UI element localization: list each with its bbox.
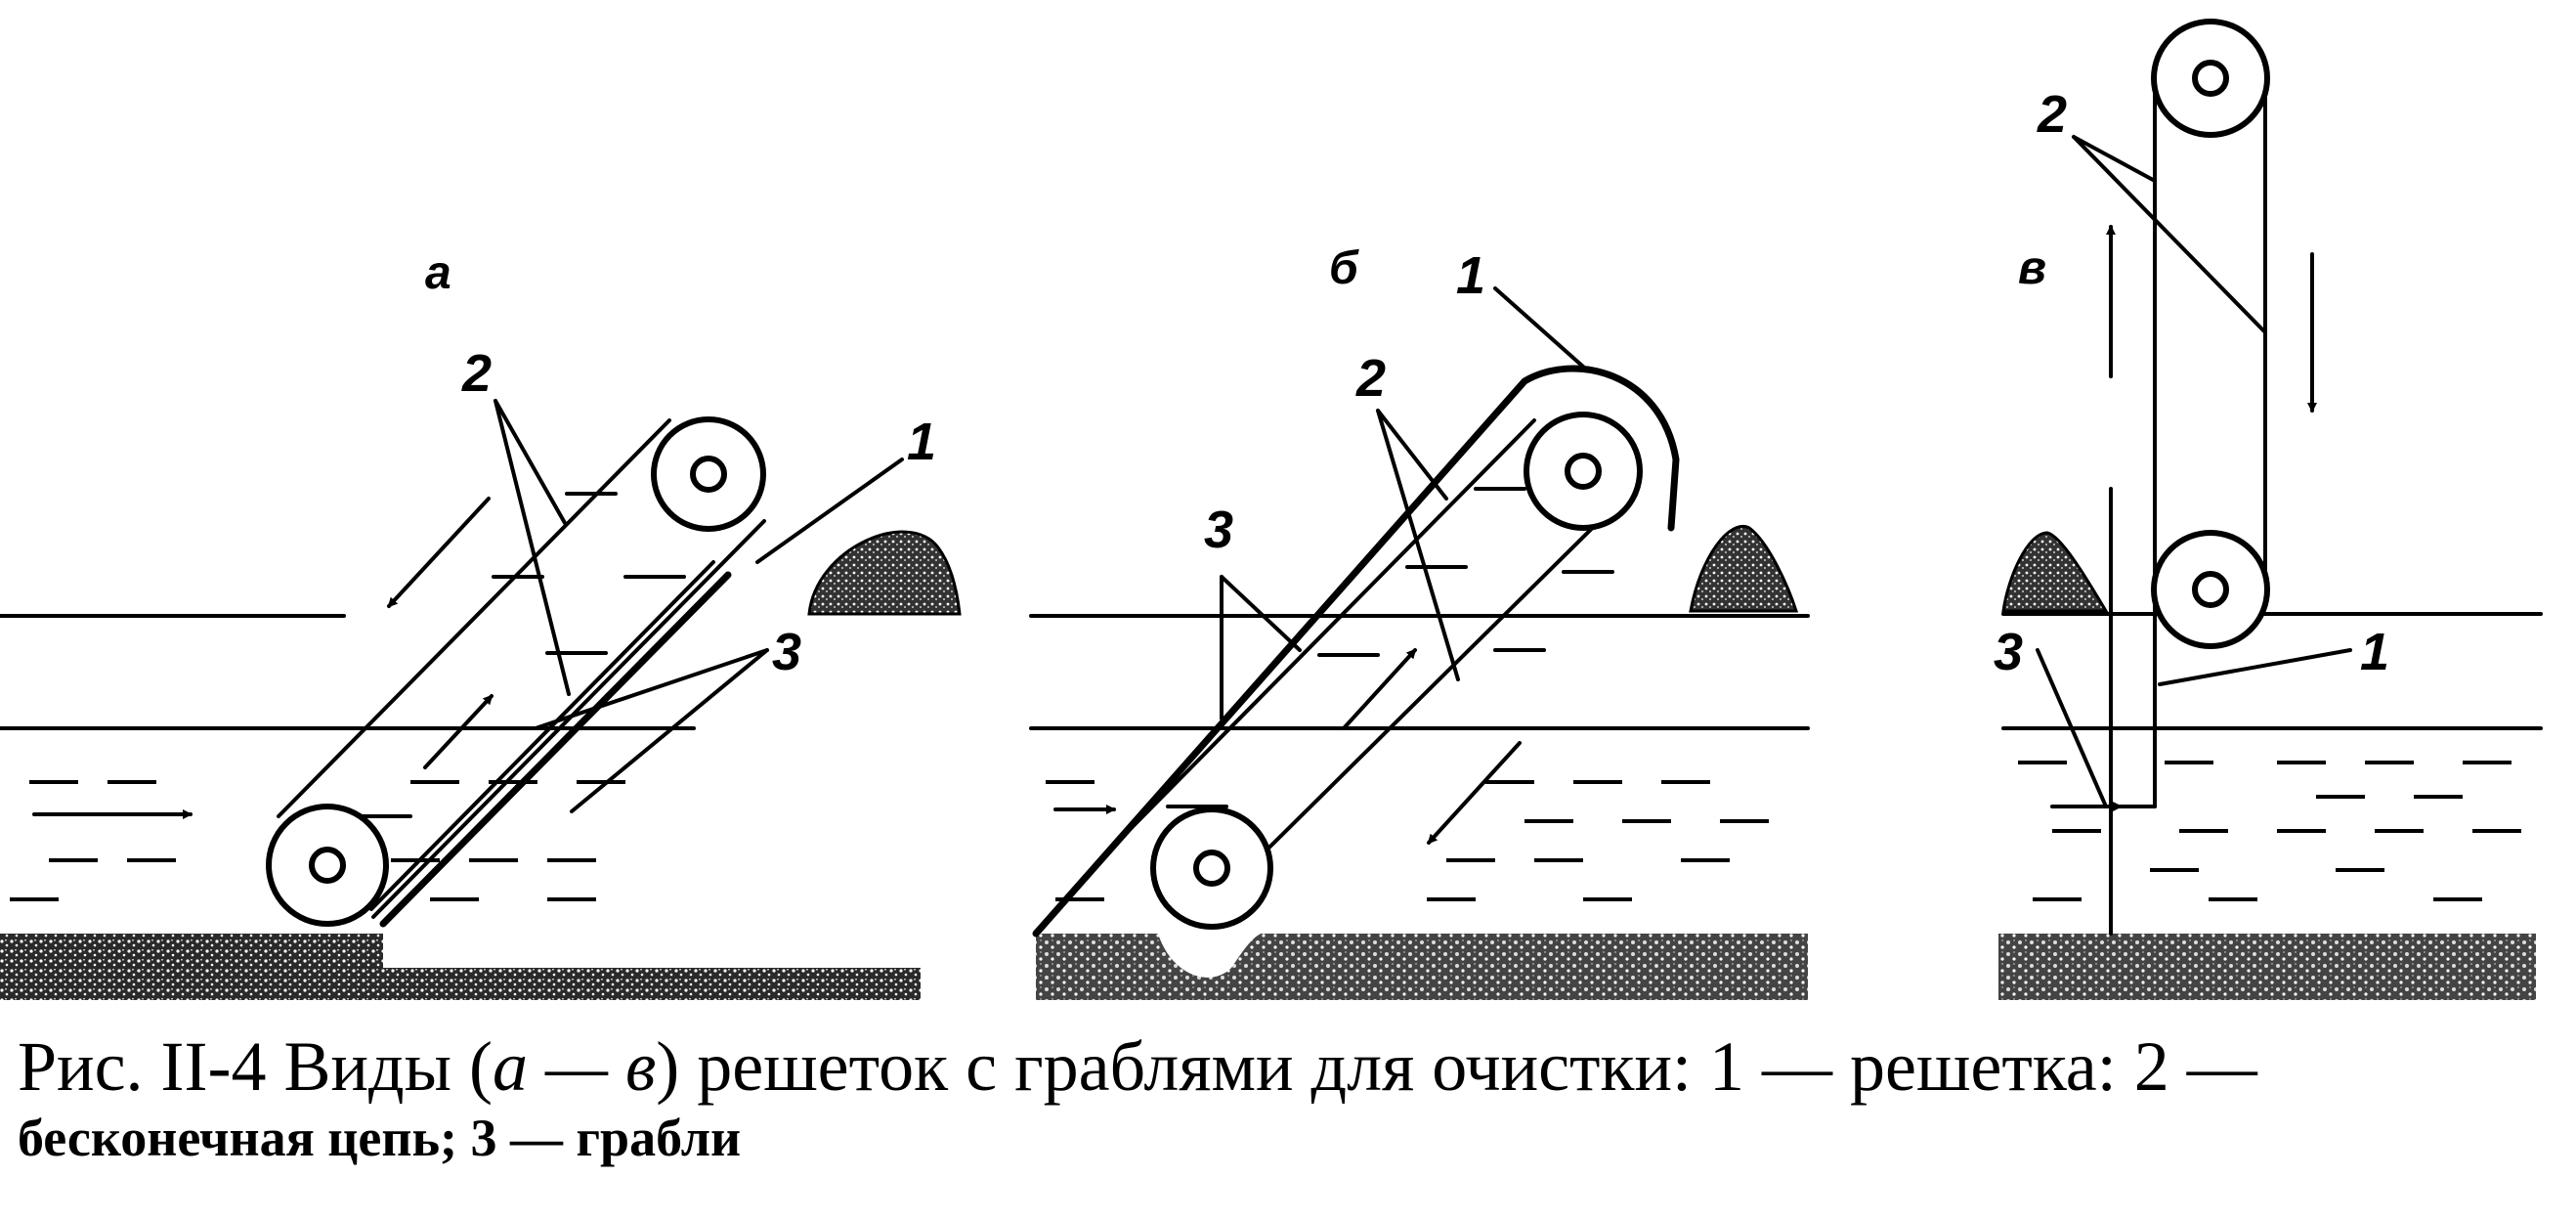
leader-2 (494, 399, 567, 525)
panel-c: в 2 1 3 (1994, 19, 2543, 1000)
panel-letter: в (2018, 242, 2046, 294)
panel-letter: а (425, 247, 451, 299)
panel-a: а 2 1 3 (0, 247, 962, 1000)
debris-pile (2001, 531, 2109, 613)
label-grate: 1 (1456, 246, 1485, 305)
return-arrow (1427, 741, 1522, 845)
caption-line-1: Рис. II-4 Виды (а — в) решеток с граблям… (18, 1026, 2568, 1107)
ground-left (0, 934, 383, 1000)
label-rakes: 3 (1204, 501, 1233, 559)
leader-3 (2036, 648, 2108, 808)
grate (379, 571, 732, 928)
leader-1 (2158, 648, 2352, 686)
leader-1 (755, 458, 904, 564)
grate (1032, 365, 1680, 938)
lift-arrow (1342, 648, 1417, 730)
ground-right (383, 968, 921, 1000)
panel-b: б 1 2 3 (1029, 242, 1810, 1000)
leader-3 (534, 648, 769, 730)
debris-pile (807, 530, 962, 616)
lower-roller-hub (309, 847, 346, 884)
label-grate: 1 (907, 413, 936, 471)
lower-roller-hub (1193, 850, 1230, 887)
upper-roller-hub (1565, 453, 1602, 490)
chain-lower-run (1210, 492, 1629, 906)
leader-3 (570, 648, 769, 813)
water-dashes (2018, 761, 2521, 901)
panel-letter: б (1329, 242, 1359, 294)
label-grate: 1 (2360, 623, 2389, 681)
upper-roller-hub (2192, 60, 2229, 97)
label-rakes: 3 (1994, 623, 2023, 681)
debris-pile (1689, 525, 1799, 613)
leader-1 (1493, 286, 1585, 369)
label-chain: 2 (461, 344, 492, 403)
ground (1036, 934, 1808, 1000)
caption-range: а — в (493, 1027, 657, 1106)
ground (1998, 934, 2536, 1000)
figure-caption: Рис. II-4 Виды (а — в) решеток с граблям… (18, 1026, 2568, 1169)
leader-2 (2072, 135, 2267, 334)
caption-line-2: бесконечная цепь; 3 — грабли (18, 1109, 742, 1167)
caption-prefix: Рис. II-4 Виды ( (18, 1027, 493, 1106)
label-chain: 2 (2037, 85, 2067, 144)
leader-2 (1376, 409, 1460, 681)
grate-inner (369, 560, 715, 911)
caption-rest: ) решеток с граблями для очистки: 1 — ре… (656, 1027, 2257, 1106)
label-rakes: 3 (772, 623, 801, 681)
chain-upper-run (277, 418, 671, 818)
label-chain: 2 (1355, 349, 1386, 408)
upper-roller-hub (690, 456, 727, 493)
leader-3 (1220, 575, 1302, 652)
chain-upper-run (1097, 418, 1536, 862)
return-arrow (387, 497, 491, 608)
leader-2 (2072, 135, 2157, 183)
leader-2 (1376, 409, 1448, 501)
leader-2 (494, 399, 571, 696)
lower-roller-hub (2192, 571, 2229, 608)
trench (1158, 934, 1261, 978)
lift-arrow (423, 694, 494, 769)
